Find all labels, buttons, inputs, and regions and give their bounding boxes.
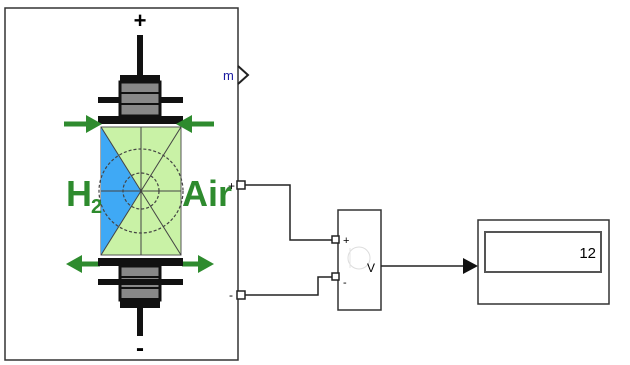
port-m-output[interactable] xyxy=(237,65,250,85)
wire-negative[interactable] xyxy=(245,276,334,296)
voltmeter-faint-icon xyxy=(347,246,371,270)
hydrogen-label: H xyxy=(66,173,92,214)
port-minus-label: - xyxy=(229,288,233,302)
fuel-cell-port-plus[interactable] xyxy=(236,180,246,190)
sensor-plus-label: + xyxy=(343,235,349,247)
fuel-cell-port-minus[interactable] xyxy=(236,290,246,300)
wire-positive[interactable] xyxy=(245,184,334,241)
voltage-sensor-frame[interactable] xyxy=(337,209,382,311)
port-m-label: m xyxy=(223,68,234,83)
inlet-arrow-left-icon xyxy=(64,115,102,133)
outlet-arrow-left-icon xyxy=(66,255,100,273)
display-value: 12 xyxy=(579,245,596,262)
voltage-sensor-block[interactable]: + - V xyxy=(331,209,382,311)
sensor-output-label: V xyxy=(367,261,375,275)
top-terminal-cap xyxy=(120,75,160,85)
cell-membrane-icon xyxy=(98,126,184,256)
bottom-terminal-cap xyxy=(120,298,160,308)
fuel-cell-block[interactable]: + H 2 xyxy=(4,7,239,362)
bottom-stack-plates xyxy=(98,258,183,302)
hydrogen-subscript: 2 xyxy=(91,196,102,218)
top-stack-plates xyxy=(98,80,183,124)
bottom-terminal-post xyxy=(137,306,143,336)
display-block[interactable]: 12 xyxy=(477,219,610,305)
port-plus-label: + xyxy=(228,179,235,193)
sensor-port-plus[interactable] xyxy=(331,235,340,244)
inlet-arrow-right-icon xyxy=(176,115,214,133)
display-readout-box xyxy=(484,231,602,273)
air-label: Air xyxy=(182,173,232,214)
outlet-arrow-right-icon xyxy=(182,255,214,273)
minus-terminal-label: - xyxy=(136,335,144,362)
sensor-minus-label: - xyxy=(343,277,347,289)
sensor-port-minus[interactable] xyxy=(331,272,340,281)
signal-arrow-icon xyxy=(463,258,478,274)
plus-terminal-label: + xyxy=(134,8,147,33)
top-terminal-post xyxy=(137,35,143,77)
